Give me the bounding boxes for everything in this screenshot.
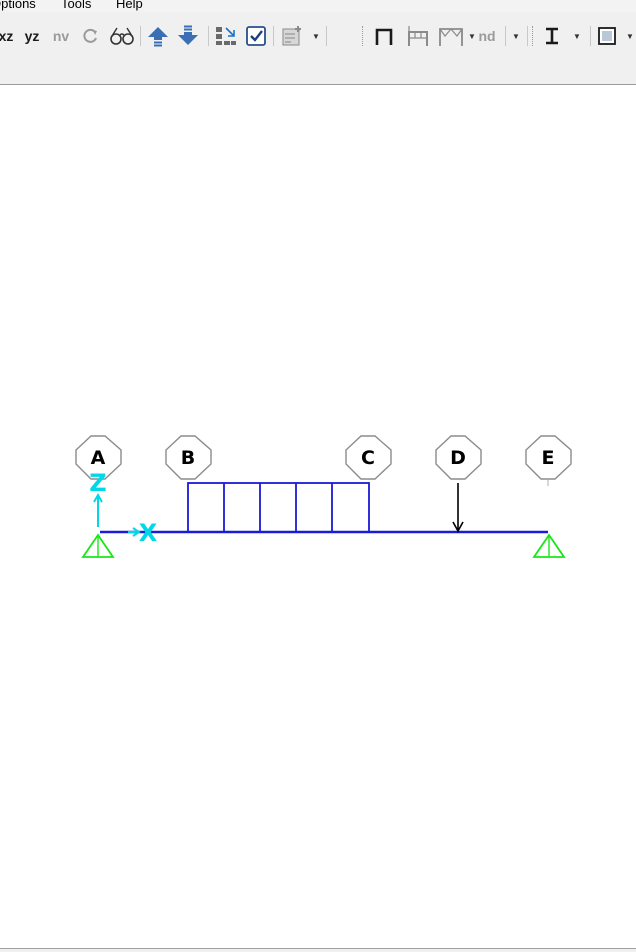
area-section-icon[interactable] [596, 24, 618, 48]
move-up-glyph [148, 27, 168, 47]
grid-bubble-shape [525, 435, 572, 480]
grid-bubble-shape [75, 435, 122, 480]
grid-bubble-a[interactable]: A [75, 435, 122, 480]
move-down-icon[interactable] [176, 24, 200, 48]
grid-label-e: E [542, 447, 555, 469]
add-frame-glyph [282, 26, 301, 46]
toolbar-separator [527, 26, 528, 46]
grid-bubble-c[interactable]: C [345, 435, 392, 480]
grid-bubble-shape [345, 435, 392, 480]
toolbar-separator [590, 26, 591, 46]
i-section-glyph [546, 27, 558, 45]
truss-frame-glyph [439, 28, 463, 46]
grid-bubble-d[interactable]: D [435, 435, 482, 480]
grid-label-c: C [361, 447, 375, 469]
distributed-load[interactable] [187, 482, 370, 533]
grid-bubble-shape [435, 435, 482, 480]
toolbar-grip[interactable] [532, 26, 535, 46]
add-frame-icon[interactable] [280, 24, 304, 48]
grid-bubble-shape [165, 435, 212, 480]
z-axis-label: Z [89, 469, 106, 497]
support-e[interactable] [532, 533, 566, 558]
z-axis-arrow [93, 492, 103, 503]
checkbox-icon[interactable] [244, 24, 268, 48]
glasses-glyph [110, 27, 134, 45]
grid-label-a: A [91, 447, 106, 469]
toolbar-separator [208, 26, 209, 46]
nd-dropdown[interactable]: ▼ [512, 31, 520, 41]
portal-frame-glyph [408, 26, 428, 46]
grid-label-d: D [450, 447, 466, 469]
menu-options[interactable]: Options [0, 0, 36, 11]
main-toolbar: xz yz nv [0, 12, 636, 60]
frame-section-glyph [375, 28, 393, 45]
view-yz-button[interactable]: yz [24, 28, 40, 44]
select-icon[interactable] [214, 24, 238, 48]
point-load-d[interactable] [452, 483, 464, 533]
grid-bubble-e[interactable]: E [525, 435, 572, 486]
toolbar-separator [326, 26, 327, 46]
glasses-icon[interactable] [108, 24, 136, 48]
checkbox-glyph [246, 26, 266, 46]
coordinate-axes: Z X [89, 469, 157, 547]
toolbar-separator [505, 26, 506, 46]
menu-help[interactable]: Help [116, 0, 143, 11]
support-a[interactable] [81, 533, 115, 558]
add-frame-dropdown[interactable]: ▼ [312, 31, 320, 41]
view-xz-button[interactable]: xz [0, 28, 14, 44]
secondary-toolbar [0, 60, 636, 85]
frame-type-dropdown[interactable]: ▼ [468, 31, 476, 41]
model-view-canvas[interactable]: A B C D E [0, 85, 636, 948]
grid-label-b: B [181, 447, 195, 469]
select-glyph [216, 27, 236, 45]
model-drawing[interactable]: A B C D E [0, 85, 636, 948]
toolbar-separator [140, 26, 141, 46]
move-down-glyph [178, 25, 198, 45]
nd-button[interactable]: nd [478, 28, 496, 44]
area-section-dropdown[interactable]: ▼ [626, 31, 634, 41]
status-bar-edge [0, 948, 636, 952]
area-section-glyph [598, 27, 616, 45]
distributed-load-outline [187, 482, 370, 533]
menu-bar: Options Tools Help [0, 0, 636, 12]
rotate-3d-icon[interactable] [80, 24, 102, 48]
toolbar-grip[interactable] [362, 26, 365, 46]
frame-section-icon[interactable] [370, 24, 398, 48]
move-up-icon[interactable] [146, 24, 170, 48]
point-load-arrow-head [452, 521, 464, 533]
grid-bubble-b[interactable]: B [165, 435, 212, 480]
x-axis-arrow [132, 527, 141, 537]
view-nv-button[interactable]: nv [52, 28, 70, 44]
portal-frame-icon[interactable] [404, 24, 432, 48]
i-section-dropdown[interactable]: ▼ [573, 31, 581, 41]
i-section-icon[interactable] [540, 24, 564, 48]
toolbar-separator [273, 26, 274, 46]
menu-tools[interactable]: Tools [61, 0, 92, 11]
x-axis-label: X [139, 519, 158, 547]
truss-frame-icon[interactable] [436, 24, 466, 48]
rotate-3d-glyph [83, 28, 97, 43]
